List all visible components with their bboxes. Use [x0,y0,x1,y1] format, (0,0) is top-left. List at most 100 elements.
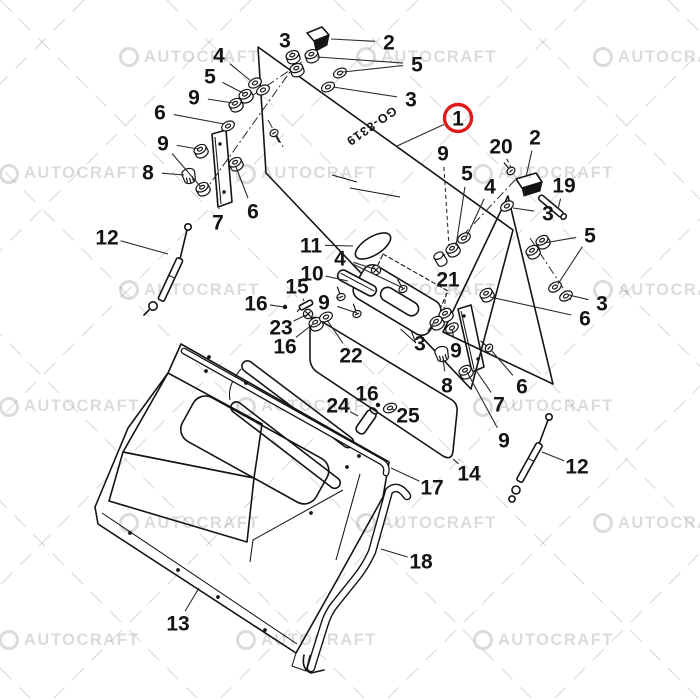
callout-3[interactable]: 3 [405,89,417,112]
watermark: AUTOCRAFT [593,47,700,67]
callout-7[interactable]: 7 [212,212,224,235]
callout-16[interactable]: 16 [355,383,378,406]
callout-16[interactable]: 16 [244,293,267,316]
callout-6[interactable]: 6 [579,308,591,331]
callout-15[interactable]: 15 [285,276,309,299]
callout-4[interactable]: 4 [334,248,346,271]
leader-line [173,114,225,125]
watermark-logo-ring [593,513,613,534]
leader-line [161,172,185,176]
hinge-pin-19 [537,194,568,221]
latch-handle [336,269,378,297]
leader-line [452,458,459,465]
pattern-dash-line [500,0,700,200]
watermark-text: AUTOCRAFT [498,164,614,183]
leader-line [176,144,199,150]
callout-21[interactable]: 21 [436,269,460,292]
callout-11[interactable]: 11 [300,235,323,258]
drawing-layer: GO-8319 [94,26,575,674]
callout-22[interactable]: 22 [339,345,362,368]
leader-line [316,56,404,64]
callout-7[interactable]: 7 [493,394,505,417]
callout-9[interactable]: 9 [498,430,510,453]
callout-5[interactable]: 5 [584,225,596,248]
callout-3[interactable]: 3 [542,203,554,226]
callout-3[interactable]: 3 [596,293,608,316]
callout-25[interactable]: 25 [396,405,420,428]
leader-line [489,296,572,316]
callout-17[interactable]: 17 [420,477,443,500]
fastener-washer-icon [546,279,564,295]
callout-6[interactable]: 6 [154,102,166,125]
callout-14[interactable]: 14 [457,463,481,486]
leader-line [330,38,376,42]
bracket-top [306,26,330,52]
leader-line [324,244,354,247]
watermark-text: AUTOCRAFT [618,513,700,532]
callout-1[interactable]: 1 [452,108,464,131]
callout-5[interactable]: 5 [461,163,473,186]
leader-line [490,349,514,376]
pattern-dash-line [0,0,165,700]
watermark-logo-ring [593,47,613,67]
watermark-text: AUTOCRAFT [498,397,614,416]
callout-9[interactable]: 9 [318,292,330,315]
leader-line [326,319,344,344]
leader-line [443,292,447,311]
callout-3[interactable]: 3 [279,30,291,53]
hinge-plate-left [211,129,233,208]
watermark-text: AUTOCRAFT [144,513,260,532]
callout-12[interactable]: 12 [565,456,588,479]
callout-9[interactable]: 9 [437,143,449,166]
grommet-oval [354,232,392,260]
callout-3[interactable]: 3 [414,333,426,356]
callout-5[interactable]: 5 [411,54,423,77]
callout-6[interactable]: 6 [247,201,259,224]
callout-9[interactable]: 9 [188,87,200,110]
callout-19[interactable]: 19 [552,175,575,198]
callout-18[interactable]: 18 [409,551,433,574]
callout-4[interactable]: 4 [213,45,225,68]
callout-16[interactable]: 16 [273,336,296,359]
rivet-dots [128,355,361,632]
callout-13[interactable]: 13 [166,613,189,636]
leader-line [302,298,305,302]
watermark-text: AUTOCRAFT [144,280,260,299]
watermark-text: AUTOCRAFT [498,630,614,649]
leader-line [171,153,201,187]
watermark-logo-ring [356,513,376,534]
leader-line [568,294,589,301]
leader-line [455,186,466,247]
pattern-dash-line [0,333,367,700]
callout-9[interactable]: 9 [450,340,462,363]
watermark: AUTOCRAFT [473,396,614,417]
leader-line [207,98,234,104]
fastener-screw-icon [348,301,363,320]
leader-line [353,261,375,270]
leader-line [332,86,398,98]
fastener-nut-icon [191,141,211,161]
callout-23[interactable]: 23 [269,317,292,340]
callout-12[interactable]: 12 [95,227,118,250]
callout-2[interactable]: 2 [383,32,395,55]
callout-6[interactable]: 6 [516,376,528,399]
callout-8[interactable]: 8 [441,375,453,398]
callout-9[interactable]: 9 [157,133,169,156]
callout-5[interactable]: 5 [204,66,216,89]
watermark-text: AUTOCRAFT [618,47,700,66]
leader-line [390,467,420,482]
leader-line [466,371,498,428]
callout-8[interactable]: 8 [142,162,154,185]
gas-strut-left [143,223,193,316]
callout-24[interactable]: 24 [326,395,350,418]
callout-20[interactable]: 20 [489,136,512,159]
leader-line [337,296,342,299]
callout-10[interactable]: 10 [300,263,323,286]
callout-2[interactable]: 2 [529,127,541,150]
pattern-dash-line [587,0,700,700]
support-channel [302,483,412,674]
callout-4[interactable]: 4 [484,176,496,199]
